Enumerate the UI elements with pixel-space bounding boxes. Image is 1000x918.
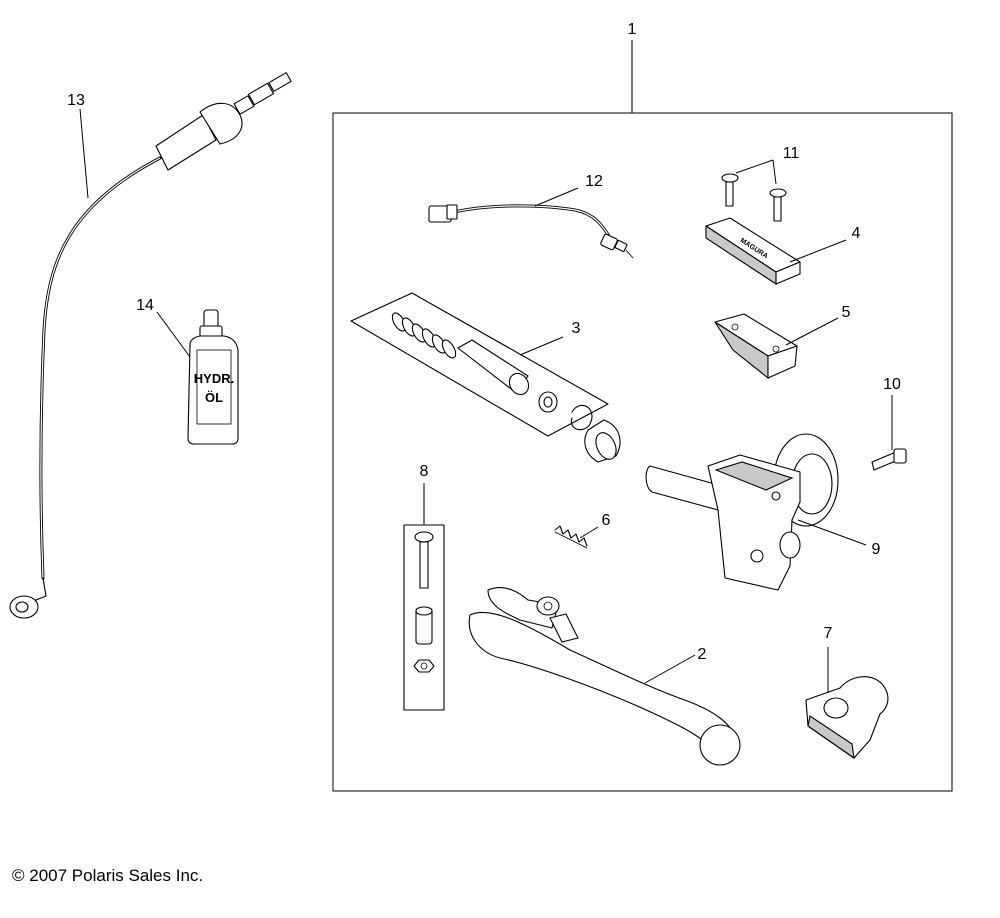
- callout-12: 12: [585, 173, 603, 190]
- callout-3: 3: [572, 320, 581, 337]
- callout-13: 13: [67, 92, 85, 109]
- callout-2: 2: [698, 646, 707, 663]
- callout-5: 5: [842, 304, 851, 321]
- reservoir-cover-part: MAGURA: [705, 217, 801, 286]
- master-cylinder-body-part: [645, 433, 839, 591]
- piston-kit-part: [350, 292, 621, 463]
- sensor-cable-part: [428, 204, 634, 259]
- callout-4: 4: [852, 225, 861, 242]
- leader-lines: [79, 40, 893, 693]
- callout-11: 11: [783, 145, 800, 162]
- callout-14: 14: [136, 297, 154, 314]
- callout-7: 7: [824, 625, 833, 642]
- callout-8: 8: [420, 463, 429, 480]
- pivot-bolt-kit-part: [403, 524, 445, 711]
- callout-labels: 1 2 3 4 5 6 7 8 9 10 11 12 13 14: [67, 21, 901, 663]
- reservoir-screws-part: [721, 173, 787, 222]
- callout-1: 1: [628, 21, 637, 38]
- callout-10: 10: [883, 376, 901, 393]
- hydraulic-oil-bottle-part: HYDR. ÖL: [187, 309, 239, 445]
- brake-hose-part: [9, 72, 292, 619]
- bottle-label-line1: HYDR.: [194, 371, 234, 386]
- piston-spring: [391, 312, 457, 359]
- copyright-notice: © 2007 Polaris Sales Inc.: [12, 866, 204, 885]
- bottle-label-line2: ÖL: [205, 390, 223, 405]
- handlebar-clamp-part: [805, 676, 889, 760]
- callout-9: 9: [872, 541, 881, 558]
- return-spring-part: [554, 525, 588, 549]
- callout-6: 6: [602, 512, 611, 529]
- kit-assembly-box: [332, 112, 953, 792]
- brake-lever-part: [468, 587, 741, 766]
- clamp-screw-part: [871, 448, 907, 471]
- reservoir-diaphragm-part: [714, 313, 798, 380]
